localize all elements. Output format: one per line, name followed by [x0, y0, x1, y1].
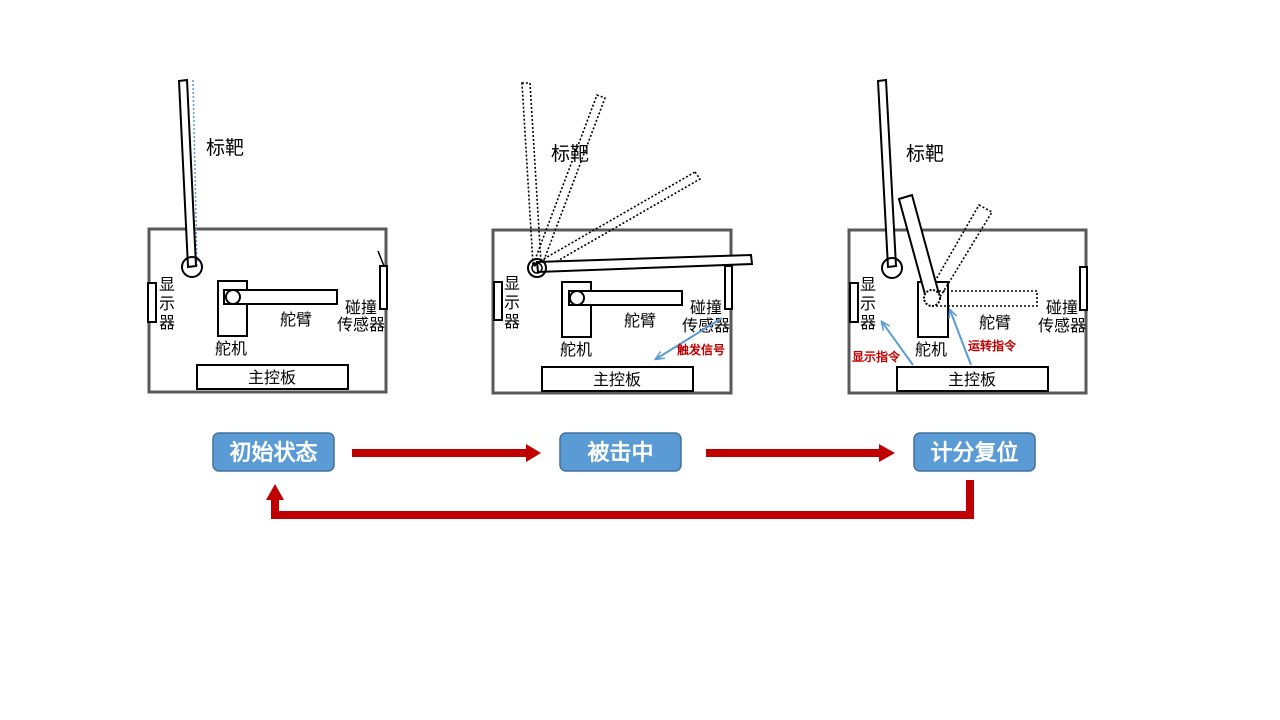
display-device	[493, 281, 503, 321]
target-trace	[531, 93, 607, 270]
trigger-signal-label: 触发信号	[677, 342, 725, 357]
collision-sensor	[724, 265, 733, 310]
target-bar	[876, 78, 898, 269]
display-device	[147, 282, 157, 323]
stage-initial-label: 初始状态	[229, 440, 317, 466]
servo-shaft	[569, 290, 585, 306]
display-label-3: 器	[504, 312, 520, 331]
pivot-circle	[181, 256, 203, 278]
servo-shaft	[923, 289, 941, 307]
stage-initial: 初始状态	[212, 432, 335, 472]
display-label-1: 显	[860, 275, 876, 294]
panel-hit: 标靶 显 示 器 舵机 舵臂 碰撞 传感器 触发信号 主控板	[491, 82, 754, 395]
display-label-1: 显	[504, 274, 520, 293]
main-board	[541, 366, 694, 392]
display-label-1: 显	[159, 275, 175, 294]
sensor-label-1: 碰撞	[1046, 298, 1078, 317]
servo-arm	[568, 290, 683, 306]
servo-label: 舵机	[215, 339, 247, 358]
servo-body	[561, 281, 592, 338]
display-label-2: 示	[860, 294, 876, 313]
servo-body	[217, 280, 248, 337]
display-command-label: 显示指令	[852, 349, 901, 364]
display-label-3: 器	[159, 313, 175, 332]
pivot-inner	[531, 262, 543, 274]
collision-sensor	[1079, 266, 1088, 311]
board-label: 主控板	[248, 368, 296, 387]
pivot-circle	[881, 257, 903, 279]
display-label-2: 示	[159, 294, 175, 313]
sensor-label-2: 传感器	[1038, 316, 1086, 335]
panel-reset: 标靶 显 示 器 舵机 舵臂 碰撞 传感器 显示指令 运转指令 主控板	[847, 78, 1088, 395]
target-label: 标靶	[906, 143, 944, 165]
sensor-label-1: 碰撞	[345, 298, 377, 317]
target-guide-line	[192, 79, 198, 267]
target-bar	[535, 253, 754, 274]
board-label: 主控板	[948, 370, 996, 389]
run-command-arrow	[950, 310, 972, 366]
trigger-signal-arrow	[656, 317, 723, 359]
servo-shaft	[225, 289, 241, 305]
sensor-lever	[377, 250, 385, 267]
arm-label: 舵臂	[280, 310, 312, 329]
target-label: 标靶	[206, 137, 244, 159]
target-trace	[533, 170, 702, 273]
flow-arrow-hit-to-reset	[706, 444, 895, 462]
arm-label: 舵臂	[979, 313, 1011, 332]
flow-arrow-initial-to-hit	[352, 444, 541, 462]
display-label-3: 器	[860, 313, 876, 332]
servo-arm-trace	[934, 290, 1038, 307]
run-command-label: 运转指令	[968, 338, 1017, 353]
display-label-2: 示	[504, 293, 520, 312]
panel-initial: 标靶 显 示 器 舵机 舵臂 碰撞 传感器 主控板	[147, 78, 388, 394]
flow-arrow-reset-to-initial	[266, 480, 974, 519]
sensor-label-2: 传感器	[337, 315, 385, 334]
stage-hit: 被击中	[559, 432, 682, 472]
servo-label: 舵机	[560, 340, 592, 359]
servo-arm	[223, 289, 338, 305]
stage-flow: 初始状态 被击中 计分复位	[212, 432, 1036, 519]
main-board	[196, 364, 349, 390]
sensor-label-1: 碰撞	[690, 298, 722, 317]
servo-label: 舵机	[915, 340, 947, 359]
target-bar	[177, 78, 198, 269]
stage-reset-label: 计分复位	[930, 440, 1018, 466]
arm-label: 舵臂	[624, 311, 656, 330]
board-label: 主控板	[593, 370, 641, 389]
stage-reset: 计分复位	[913, 432, 1036, 472]
display-command-arrow	[882, 322, 914, 366]
target-trace	[521, 82, 542, 265]
stage-hit-label: 被击中	[587, 441, 653, 466]
sensor-label-2: 传感器	[682, 316, 730, 335]
pivot-circle	[527, 258, 547, 278]
main-board	[896, 366, 1049, 392]
collision-sensor	[379, 265, 388, 310]
target-label: 标靶	[551, 143, 589, 165]
display-device	[849, 282, 859, 323]
